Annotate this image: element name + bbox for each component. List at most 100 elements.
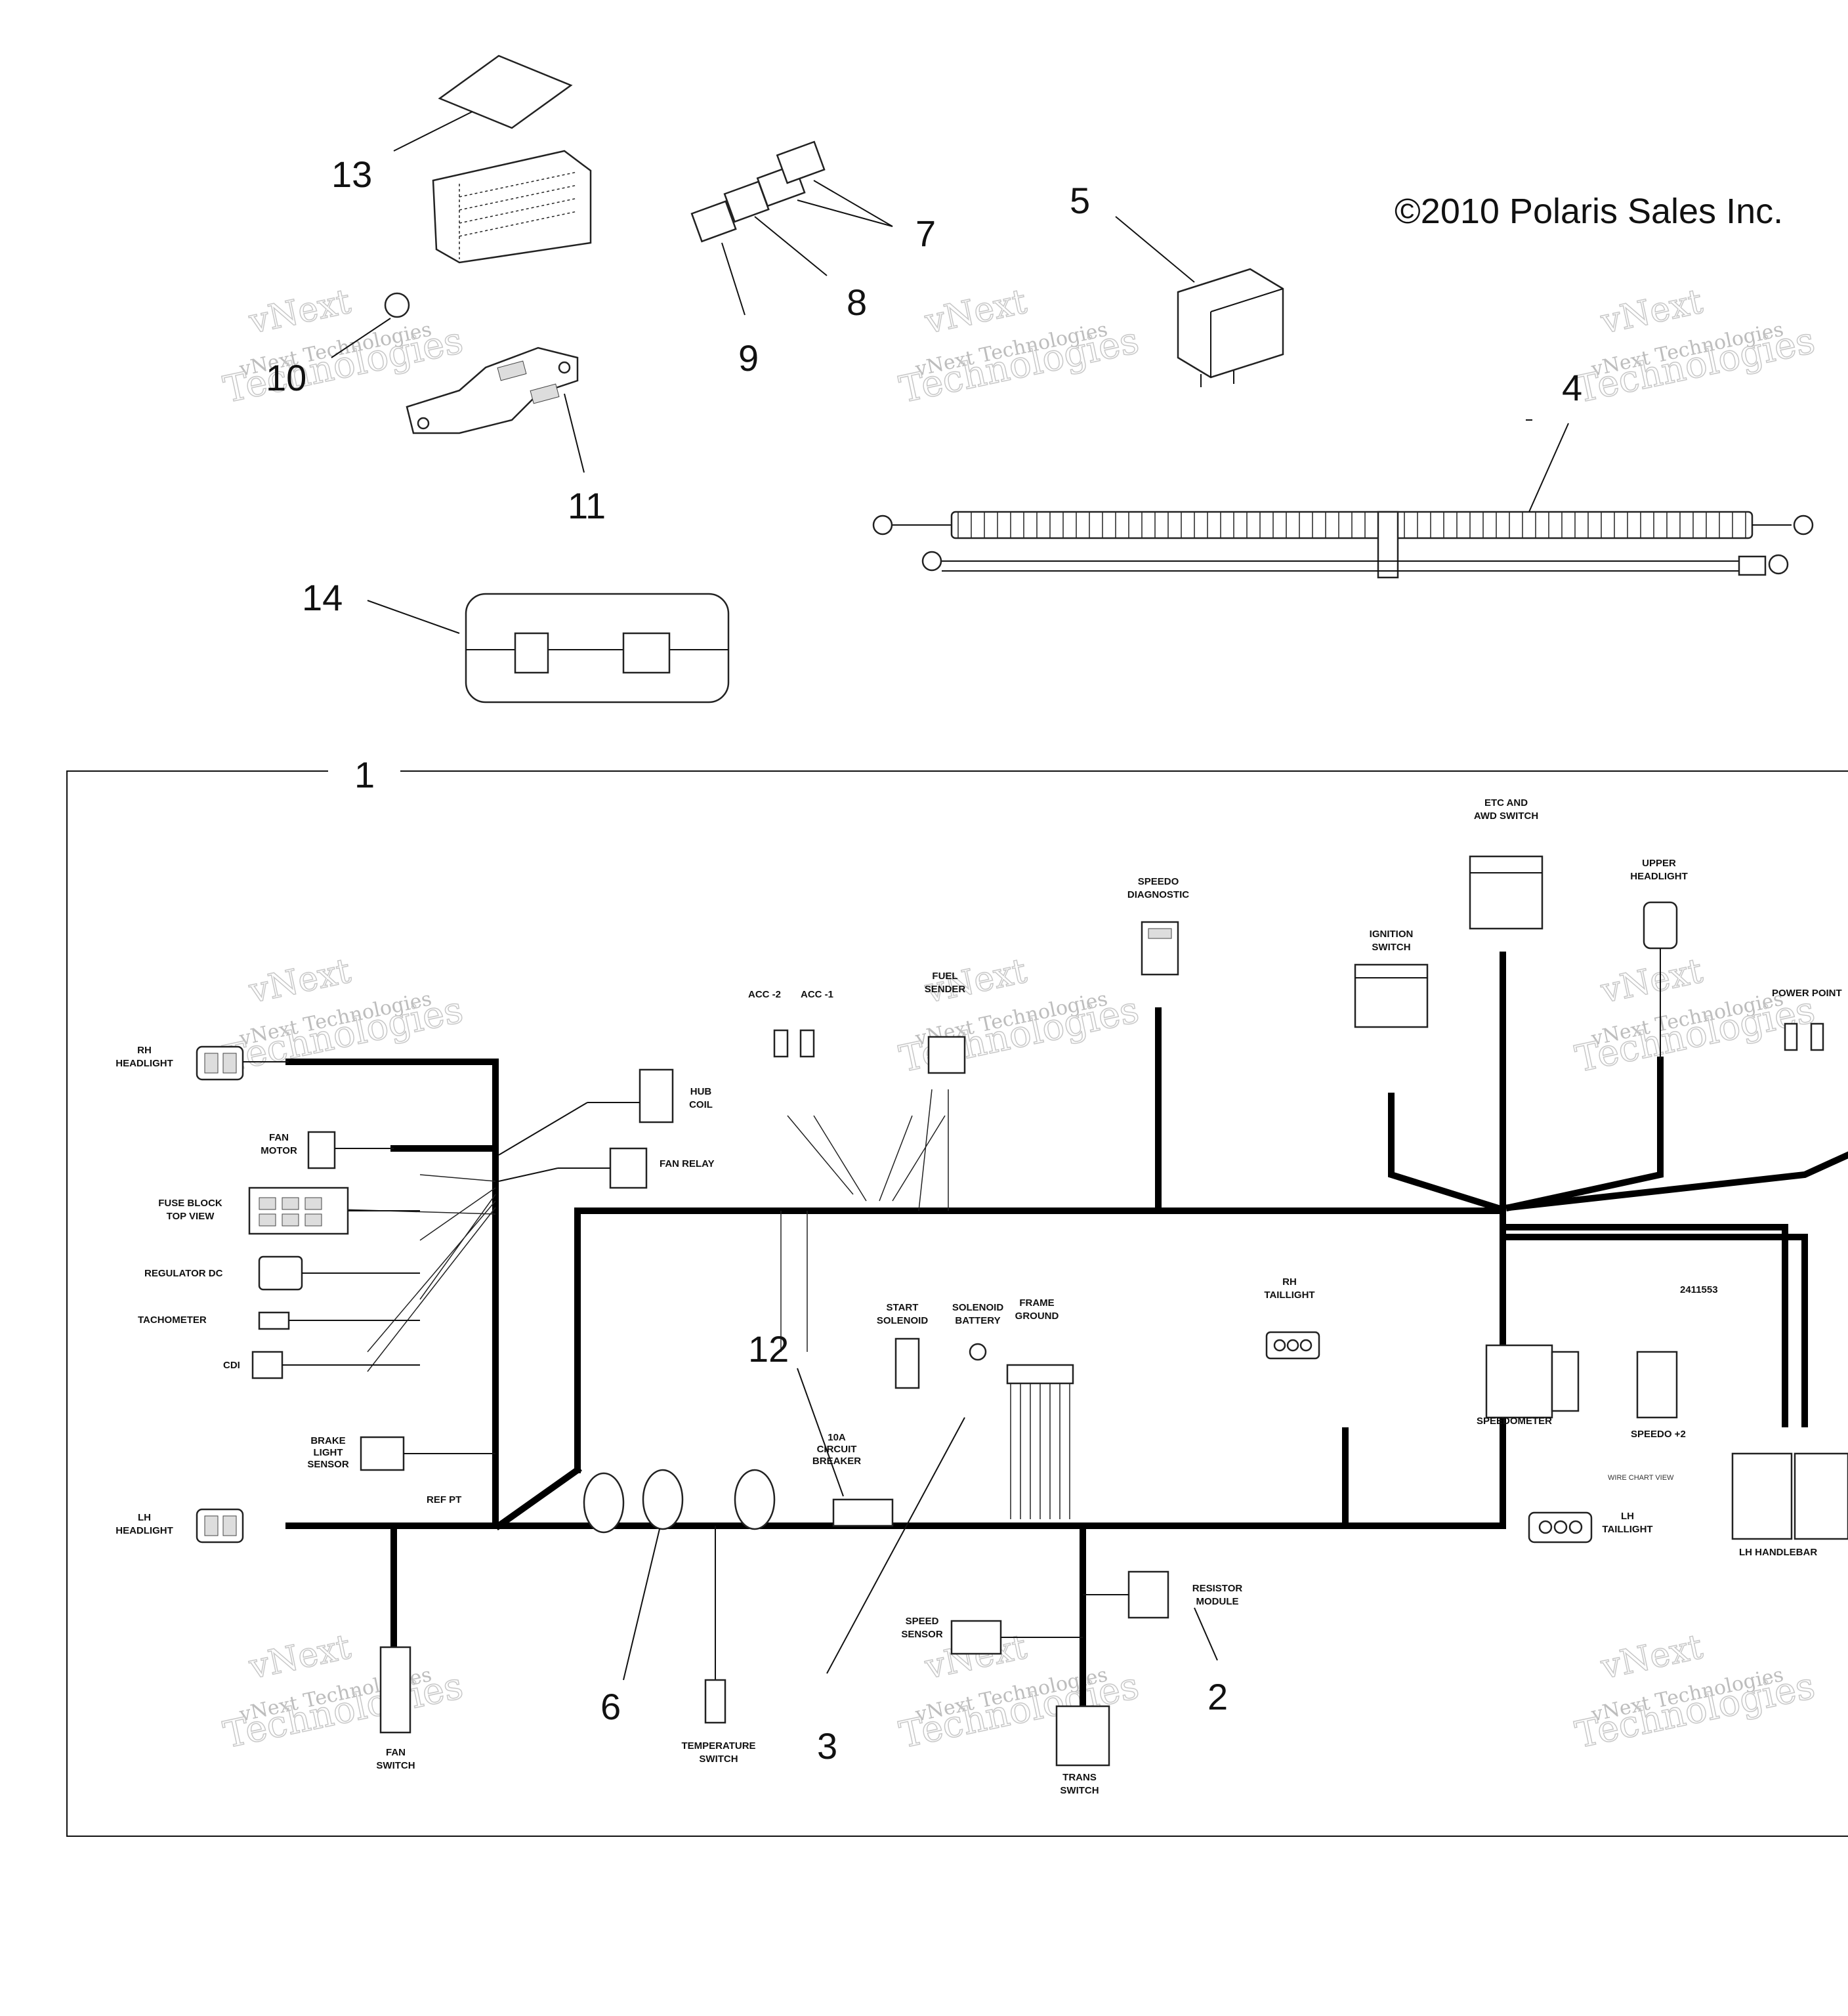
leader-lines [623,1368,1218,1681]
callout-7: 7 [915,213,936,254]
callout-2: 2 [1208,1676,1228,1717]
label-ignition-2: SWITCH [1372,942,1410,953]
label-speed-sensor-2: SENSOR [901,1629,943,1640]
label-lh-headlight-2: HEADLIGHT [116,1525,173,1536]
callout-8: 8 [847,282,867,323]
svg-text:vNext: vNext [921,282,1030,342]
tachometer-connector [258,1311,420,1330]
part-5-relay [1115,216,1284,387]
ferrite-beads-6 [583,1469,776,1534]
lh-handlebar-connectors [1731,1452,1848,1540]
label-start-solenoid-2: SOLENOID [877,1315,929,1326]
label-upper-headlight-2: HEADLIGHT [1630,871,1688,882]
callout-4: 4 [1562,367,1582,408]
brake-light-sensor-connector [360,1436,495,1471]
label-acc1: ACC -1 [801,989,833,1000]
fuel-sender-connector [927,1036,966,1074]
label-ref-pt: REF PT [427,1494,461,1505]
label-hub-coil-1: HUB [690,1086,712,1097]
lh-taillight-connector [1528,1511,1593,1544]
label-fan-relay: FAN RELAY [660,1158,715,1169]
label-wire-chart: WIRE CHART VIEW [1608,1474,1674,1482]
label-brake-light-3: SENSOR [307,1459,349,1470]
label-speedometer: SPEEDOMETER [1477,1416,1552,1427]
svg-text:vNext: vNext [245,282,354,342]
watermark: vNext vNext Technologies Technologies [219,1627,467,1757]
label-resistor-module-1: RESISTOR [1192,1583,1243,1594]
resistor-module-connector [1083,1570,1169,1619]
label-fan-motor-1: FAN [269,1132,289,1143]
label-part-number: 2411553 [1680,1284,1718,1295]
label-rh-taillight-1: RH [1282,1276,1297,1288]
callout-12: 12 [748,1328,789,1370]
fuse-block [248,1186,420,1235]
label-speedo-2: SPEEDO +2 [1631,1429,1686,1440]
label-rh-headlight-2: HEADLIGHT [116,1058,173,1069]
speedometer-connector [1485,1344,1580,1419]
label-trans-switch-1: TRANS [1062,1772,1097,1783]
callout-6: 6 [600,1686,621,1727]
copyright-text: ©2010 Polaris Sales Inc. [1395,192,1783,231]
svg-text:vNext: vNext [245,952,354,1011]
callout-9: 9 [738,337,759,379]
fan-motor-connector [307,1131,394,1169]
acc-connectors [773,1029,815,1058]
label-acc2: ACC -2 [748,989,781,1000]
temperature-switch-connector [704,1526,726,1724]
label-tachometer: TACHOMETER [138,1314,207,1326]
label-circuit-breaker-1: 10A [828,1432,846,1443]
label-lh-headlight-1: LH [138,1512,151,1523]
svg-text:vNext: vNext [1597,952,1706,1011]
circuit-breaker [832,1498,894,1527]
ignition-switch-connector [1354,963,1429,1028]
component-labels: RH HEADLIGHT LH HEADLIGHT FAN MOTOR FUSE… [116,797,1841,1796]
power-point-connectors [1784,1022,1824,1051]
watermark: vNext vNext Technologies Technologies [895,951,1143,1082]
frame-ground-terminals [1006,1364,1074,1519]
label-temperature-1: TEMPERATURE [681,1740,755,1752]
label-speedo-diagnostic-1: SPEEDO [1138,876,1179,887]
label-fuel-sender-2: SENDER [925,984,966,995]
part-4-battery-cables [872,419,1814,579]
label-fan-switch-2: SWITCH [376,1760,415,1771]
fan-switch-connector [379,1646,411,1734]
label-solenoid-battery-1: SOLENOID [952,1302,1004,1313]
label-frame-ground-1: FRAME [1019,1297,1054,1309]
etc-awd-switch-connector [1469,855,1544,930]
callout-5: 5 [1070,180,1090,221]
speedo-2-connector [1636,1351,1678,1419]
label-resistor-module-2: MODULE [1196,1596,1239,1607]
label-frame-ground-2: GROUND [1015,1311,1059,1322]
label-solenoid-battery-2: BATTERY [955,1315,1000,1326]
label-fuse-block-1: FUSE BLOCK [158,1198,222,1209]
label-cdi: CDI [223,1360,240,1371]
label-hub-coil-2: COIL [689,1099,713,1110]
start-solenoid-connector [894,1337,920,1389]
hub-coil-connector [498,1068,674,1156]
label-circuit-breaker-3: BREAKER [812,1456,861,1467]
watermark: vNext vNext Technologies Technologies [1571,1627,1819,1757]
label-rh-headlight-1: RH [137,1045,152,1056]
label-speed-sensor-1: SPEED [906,1616,939,1627]
callout-10: 10 [266,357,306,398]
upper-headlight-connector [1643,901,1678,1060]
label-fuel-sender-1: FUEL [932,971,957,982]
label-brake-light-2: LIGHT [314,1447,343,1458]
svg-text:vNext: vNext [1597,282,1706,342]
label-regulator: REGULATOR DC [144,1268,223,1279]
svg-text:vNext: vNext [245,1628,354,1687]
callout-13: 13 [331,154,372,195]
callout-3: 3 [817,1725,837,1767]
label-lh-handlebar: LH HANDLEBAR [1739,1547,1817,1558]
label-rh-taillight-2: TAILLIGHT [1264,1290,1314,1301]
harness-frame [66,770,1848,1837]
label-etc-awd-1: ETC AND [1484,797,1528,808]
callout-14: 14 [302,577,343,618]
watermark: vNext vNext Technologies Technologies [1571,951,1819,1082]
part-13-fuse-box-label [393,54,592,264]
main-harness [275,952,1848,1710]
trans-switch-connector [1055,1705,1110,1767]
part-10-11-bracket [331,292,585,473]
speed-sensor-connector [950,1620,1083,1655]
